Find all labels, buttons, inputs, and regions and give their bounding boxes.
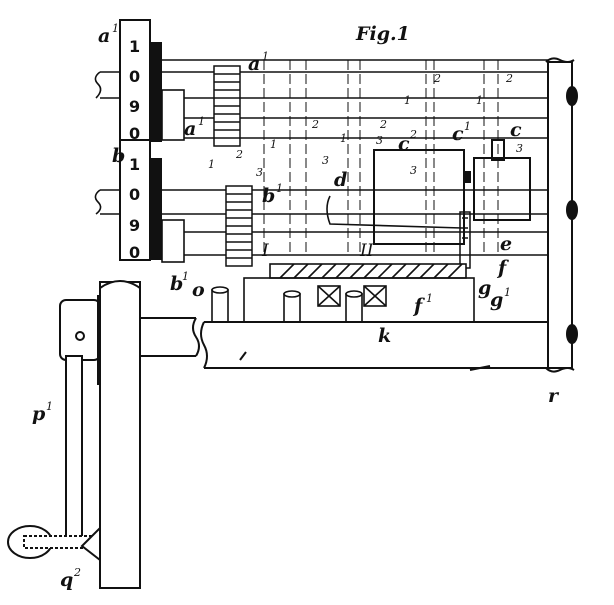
svg-text:9: 9 (129, 216, 140, 235)
svg-text:1: 1 (426, 292, 433, 305)
label-q2: q (60, 569, 73, 591)
gear-a1 (213, 65, 241, 147)
label-I: I (261, 241, 269, 261)
label-a1-top: a (98, 25, 110, 47)
svg-text:1: 1 (464, 120, 471, 133)
label-II: II (359, 241, 374, 261)
svg-text:0: 0 (129, 243, 140, 262)
svg-text:1: 1 (129, 155, 140, 174)
svg-text:0: 0 (129, 67, 140, 86)
svg-text:2: 2 (409, 128, 417, 141)
svg-text:1: 1 (270, 138, 277, 151)
svg-text:3: 3 (410, 164, 417, 177)
line-numbers: 1 2 1 2 1 2 1 2 1 2 3 3 3 3 3 (208, 72, 523, 179)
svg-text:1: 1 (182, 270, 189, 283)
svg-text:3: 3 (376, 134, 383, 147)
svg-text:1: 1 (46, 400, 53, 413)
svg-text:1: 1 (129, 37, 140, 56)
part-labels: a 1 a 1 a 1 b b 1 b 1 c c 1 c 2 d e f f … (32, 22, 560, 591)
svg-text:1: 1 (340, 132, 347, 145)
svg-text:1: 1 (276, 182, 283, 195)
svg-text:9: 9 (129, 97, 140, 116)
svg-text:2: 2 (433, 72, 441, 85)
lower-left-gear-stack (150, 158, 185, 263)
figure-title: Fig.1 (355, 23, 410, 45)
label-c: c (510, 119, 522, 141)
svg-text:2: 2 (73, 566, 81, 579)
crank-assembly (7, 280, 141, 589)
svg-text:3: 3 (322, 154, 329, 167)
label-d: d (334, 169, 347, 191)
label-f1: f (412, 295, 425, 317)
label-g: g (478, 277, 491, 299)
label-c2: c (398, 133, 410, 155)
block-c (473, 139, 531, 221)
label-f: f (496, 257, 509, 279)
label-e: e (500, 233, 512, 255)
slide-plate (269, 263, 467, 279)
gear-b1 (225, 185, 253, 267)
svg-text:0: 0 (129, 185, 140, 204)
lower-digits: 1 0 9 0 (129, 155, 140, 262)
svg-text:2: 2 (379, 118, 387, 131)
label-a1-mid: a (184, 118, 196, 140)
label-r: r (548, 385, 560, 407)
svg-text:1: 1 (504, 286, 511, 299)
label-k: k (378, 325, 391, 347)
label-a1-right: a (248, 53, 260, 75)
label-b: b (112, 145, 125, 167)
svg-text:1: 1 (198, 115, 205, 128)
label-b1-right: b (262, 185, 275, 207)
housing-c2 (373, 149, 471, 245)
svg-text:2: 2 (311, 118, 319, 131)
label-o: o (192, 279, 205, 301)
number-wheel-column (119, 19, 151, 261)
svg-text:1: 1 (476, 94, 483, 107)
label-c1: c (452, 123, 464, 145)
svg-text:0: 0 (129, 124, 140, 143)
dashed-center-lines (263, 60, 499, 252)
label-g1: g (490, 289, 503, 311)
svg-text:1: 1 (262, 50, 269, 63)
svg-text:2: 2 (235, 148, 243, 161)
svg-text:3: 3 (516, 142, 523, 155)
svg-text:1: 1 (404, 94, 411, 107)
label-b1-bottom: b (170, 273, 183, 295)
upper-digits: 1 0 9 0 (129, 37, 140, 143)
posts (211, 286, 363, 323)
frame-lines (120, 59, 548, 256)
lever-d (326, 195, 463, 229)
svg-text:3: 3 (256, 166, 263, 179)
svg-text:1: 1 (112, 22, 119, 35)
svg-text:2: 2 (505, 72, 513, 85)
label-p1: p (32, 403, 46, 425)
upper-left-gear-stack (150, 42, 185, 142)
svg-text:1: 1 (208, 158, 215, 171)
right-side-plate (545, 57, 578, 373)
